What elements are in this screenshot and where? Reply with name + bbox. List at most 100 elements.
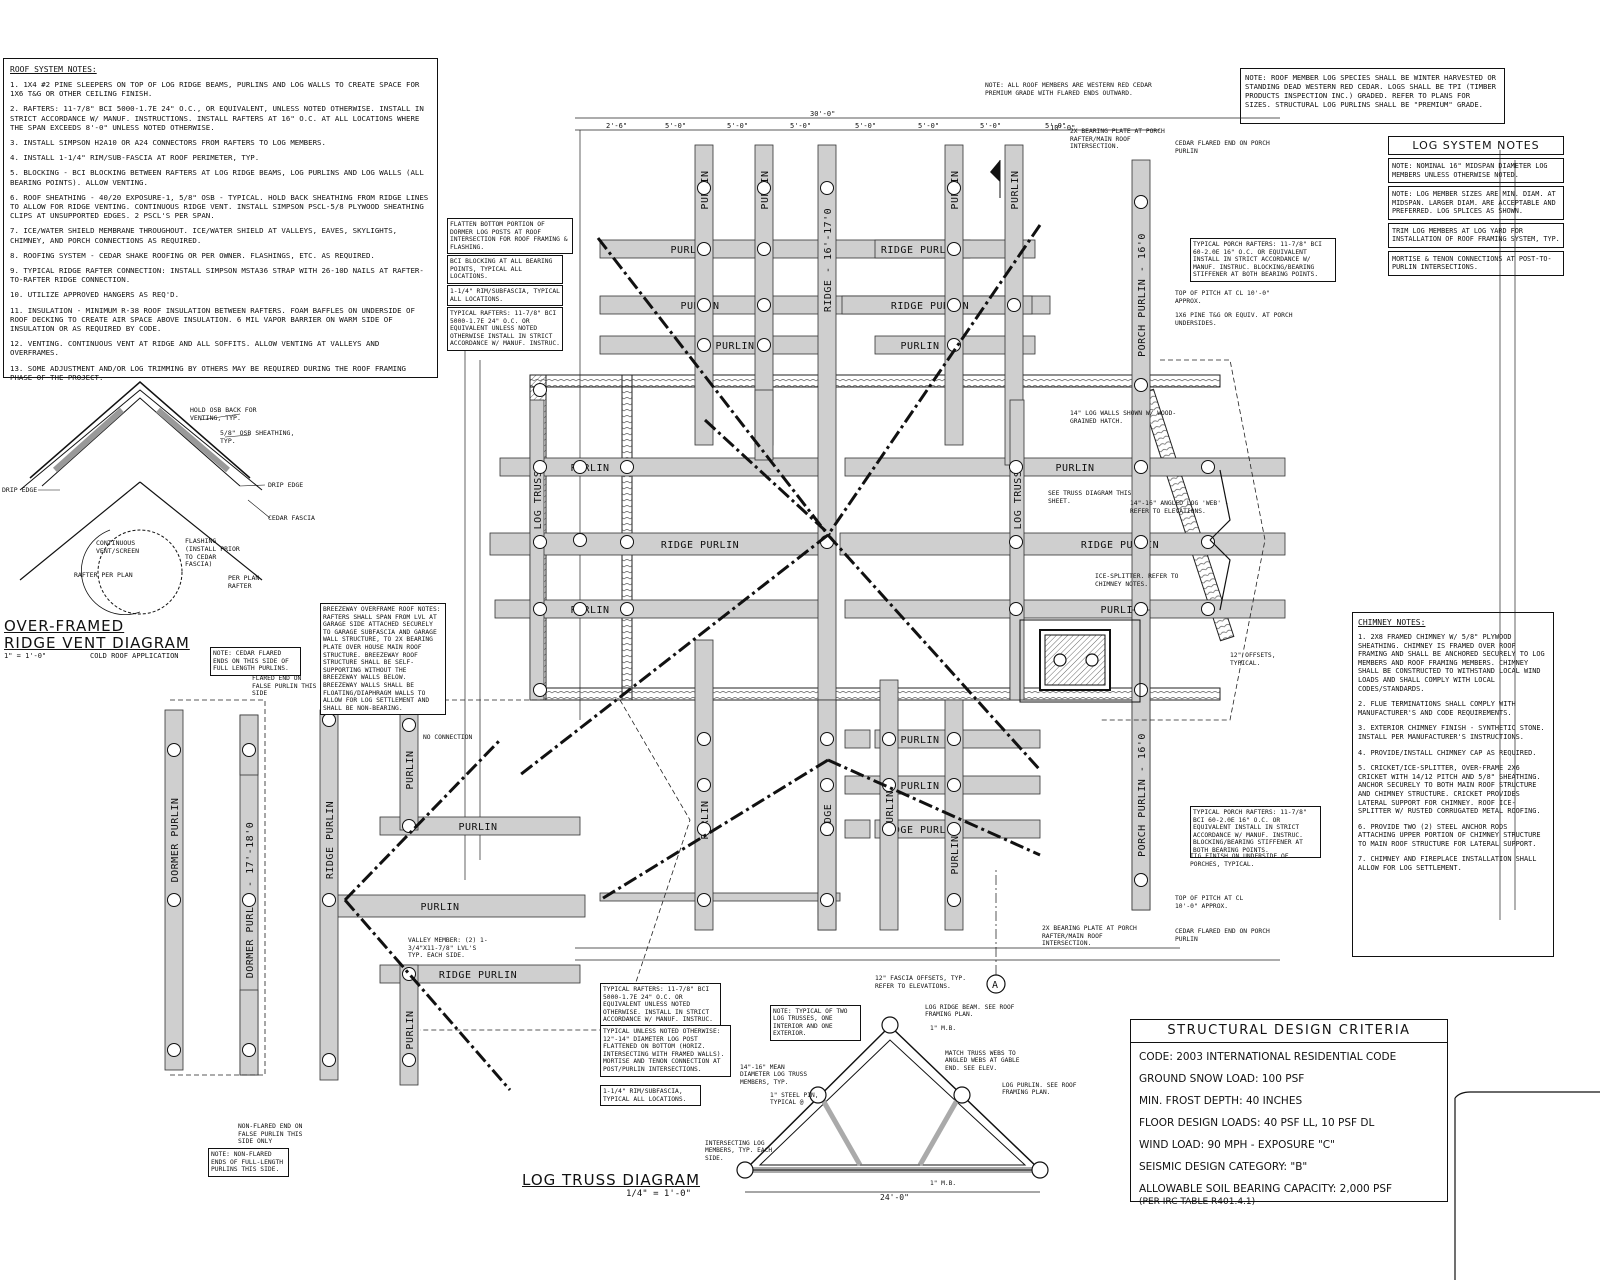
log-post xyxy=(947,242,961,256)
callout-note: 14" LOG WALLS SHOWN W/ WOOD-GRAINED HATC… xyxy=(1070,410,1177,425)
callout-note: FLATTEN BOTTOM PORTION OF DORMER LOG POS… xyxy=(447,218,573,255)
member-label: RIDGE PURLIN xyxy=(891,301,969,312)
ridge-vent-diagram xyxy=(19,381,271,616)
log-post xyxy=(1007,298,1021,312)
roof-note-item: 6. ROOF SHEATHING - 40/20 EXPOSURE-1, 5/… xyxy=(10,192,429,221)
ridge-vent-scale: 1" = 1'-0" xyxy=(4,652,47,660)
callout-note: ICE-SPLITTER. REFER TO CHIMNEY NOTES. xyxy=(1095,573,1179,588)
chimney-note-item: 3. EXTERIOR CHIMNEY FINISH - SYNTHETIC S… xyxy=(1358,724,1545,741)
dimension-label: 30'-0" xyxy=(810,110,836,118)
svg-text:A: A xyxy=(992,980,998,991)
roof-note-item: 7. ICE/WATER SHIELD MEMBRANE THROUGHOUT.… xyxy=(10,226,398,245)
log-post xyxy=(820,181,834,195)
log-post xyxy=(402,1053,416,1067)
log-truss-diagram xyxy=(736,1016,1049,1193)
callout-note: NOTE: ALL ROOF MEMBERS ARE WESTERN RED C… xyxy=(985,82,1152,97)
roof-note-item: 2. RAFTERS: 11-7/8" BCI 5000-1.7E 24" O.… xyxy=(10,104,424,132)
callout-note: 14"-16" ANGLED LOG 'WEB' - REFER TO ELEV… xyxy=(1130,500,1229,515)
log-post xyxy=(167,1043,181,1057)
callout-note: NO CONNECTION xyxy=(423,734,473,741)
ridge-vent-title-2: RIDGE VENT DIAGRAM xyxy=(4,634,190,652)
member-label: RIDGE PURLIN xyxy=(881,245,959,256)
log-post xyxy=(882,732,896,746)
callout-note: 2X BEARING PLATE AT PORCH RAFTER/MAIN RO… xyxy=(1070,128,1165,151)
callout-note: TYPICAL PORCH RAFTERS: 11-7/8" BCI 60-2.… xyxy=(1190,806,1321,858)
member-label: PURLIN xyxy=(1010,170,1021,209)
log-post xyxy=(697,181,711,195)
criteria-line: (PER IRC TABLE R401.4.1) xyxy=(1139,1197,1256,1207)
roof-note-item: 13. SOME ADJUSTMENT AND/OR LOG TRIMMING … xyxy=(10,363,407,382)
log-member-horizontal: PURLIN xyxy=(844,775,1041,795)
callout-note: NOTE: NON-FLARED ENDS OF FULL-LENGTH PUR… xyxy=(208,1148,289,1177)
roof-system-notes: ROOF SYSTEM NOTES: 1. 1X4 #2 PINE SLEEPE… xyxy=(3,58,438,382)
member-label: PURLIN xyxy=(885,790,896,829)
log-post xyxy=(697,893,711,907)
log-post xyxy=(402,819,416,833)
ridge-vent-sub: COLD ROOF APPLICATION xyxy=(90,652,179,660)
log-member-vertical: LOG TRUSS xyxy=(529,399,545,701)
log-post xyxy=(697,822,711,836)
truss-label: 1" M.B. xyxy=(930,1180,957,1187)
log-post xyxy=(1134,683,1148,697)
log-system-notes: LOG SYSTEM NOTES NOTE: NOMINAL 16" MIDSP… xyxy=(1388,136,1564,276)
dimension-label: 2'-6" xyxy=(606,122,628,130)
criteria-line: SEISMIC DESIGN CATEGORY: "B" xyxy=(1139,1161,1308,1173)
member-label: PORCH PURLIN - 16'0 xyxy=(1137,233,1148,357)
ridge-vent-label: DRIP EDGE xyxy=(2,486,38,494)
log-post xyxy=(1134,195,1148,209)
log-post xyxy=(620,535,634,549)
member-label: LOG TRUSS xyxy=(533,471,544,530)
member-label: LOG TRUSS xyxy=(1013,471,1024,530)
log-system-title: LOG SYSTEM NOTES xyxy=(1388,136,1564,155)
log-post xyxy=(322,713,336,727)
ridge-vent-label: CONTINUOUS VENT/SCREEN xyxy=(96,539,140,555)
chimney xyxy=(1019,619,1141,703)
log-post xyxy=(820,732,834,746)
truss-label: INTERSECTING LOG MEMBERS, TYP. EACH SIDE… xyxy=(705,1140,773,1162)
member-label: PURLIN xyxy=(900,341,939,352)
log-member-vertical xyxy=(754,389,774,461)
member-label: PORCH PURLIN - 16'0 xyxy=(1137,733,1148,857)
dimension-label: 5'-0" xyxy=(980,122,1002,130)
section-marker: A xyxy=(986,870,1006,994)
truss-scale: 1/4" = 1'-0" xyxy=(626,1189,692,1199)
log-post xyxy=(620,602,634,616)
criteria-title: STRUCTURAL DESIGN CRITERIA xyxy=(1131,1020,1447,1043)
log-post xyxy=(533,460,547,474)
log-post xyxy=(1134,535,1148,549)
log-member-horizontal: PURLIN xyxy=(329,894,586,918)
log-member-horizontal: RIDGE PURLIN xyxy=(839,532,1286,556)
roof-note-item: 1. 1X4 #2 PINE SLEEPERS ON TOP OF LOG RI… xyxy=(10,80,420,99)
callout-note: TYPICAL UNLESS NOTED OTHERWISE: 12"-14" … xyxy=(600,1025,731,1077)
roof-note-item: 4. INSTALL 1-1/4" RIM/SUB-FASCIA AT ROOF… xyxy=(10,153,260,163)
log-post xyxy=(947,778,961,792)
log-post xyxy=(167,743,181,757)
chimney-note-item: 7. CHIMNEY AND FIREPLACE INSTALLATION SH… xyxy=(1358,855,1537,873)
roof-note-item: 12. VENTING. CONTINUOUS VENT AT RIDGE AN… xyxy=(10,339,380,358)
species-note: NOTE: ROOF MEMBER LOG SPECIES SHALL BE W… xyxy=(1245,73,1496,109)
ridge-vent-title-1: OVER-FRAMED xyxy=(4,617,125,635)
log-member-horizontal xyxy=(599,892,841,902)
log-post xyxy=(757,242,771,256)
truss-label: 1" M.B. xyxy=(930,1025,957,1032)
log-post xyxy=(820,822,834,836)
log-post xyxy=(697,778,711,792)
callout-note: 1-1/4" RIM/SUBFASCIA, TYPICAL ALL LOCATI… xyxy=(600,1085,701,1107)
member-label: PURLIN xyxy=(700,800,711,839)
log-member-horizontal xyxy=(844,819,871,839)
log-post xyxy=(757,338,771,352)
roof-note-item: 9. TYPICAL RIDGE RAFTER CONNECTION: INST… xyxy=(10,266,424,285)
log-post xyxy=(322,1053,336,1067)
dimension-label: 5'-0" xyxy=(727,122,749,130)
chimney-notes: CHIMNEY NOTES: 1. 2X8 FRAMED CHIMNEY W/ … xyxy=(1352,612,1554,957)
member-label: PURLIN xyxy=(570,463,609,474)
log-post xyxy=(573,533,587,547)
member-label: RIDGE xyxy=(823,804,834,837)
callout-note: NOTE: CEDAR FLARED ENDS ON THIS SIDE OF … xyxy=(210,647,301,676)
callout-note: TYPICAL RAFTERS: 11-7/8" BCI 5000-1.7E 2… xyxy=(600,983,721,1027)
member-label: PURLIN xyxy=(405,750,416,789)
member-label: PURLIN xyxy=(670,245,709,256)
callout-note: CEDAR FLARED END ON PORCH PURLIN xyxy=(1175,928,1270,943)
log-member-horizontal: PURLIN xyxy=(379,816,581,836)
member-label: PURLIN xyxy=(1055,463,1094,474)
